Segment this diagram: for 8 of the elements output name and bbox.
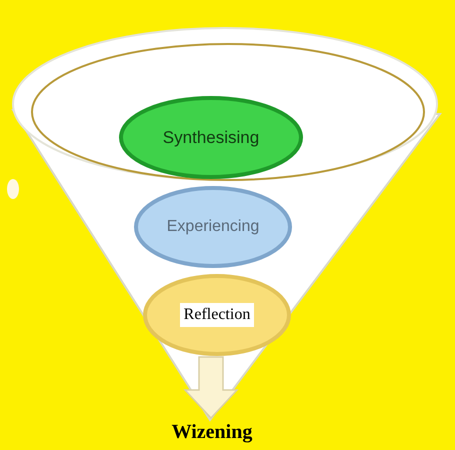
stage-ellipse	[118, 95, 304, 180]
stage-ellipse	[142, 273, 292, 357]
outcome-label: Wizening	[172, 420, 252, 445]
stage-ellipse	[133, 185, 293, 269]
stage-label: Experiencing	[166, 217, 260, 237]
stage-label: Reflection	[180, 303, 254, 327]
block-arrow	[183, 356, 239, 420]
stage-label: Synthesising	[162, 126, 260, 149]
